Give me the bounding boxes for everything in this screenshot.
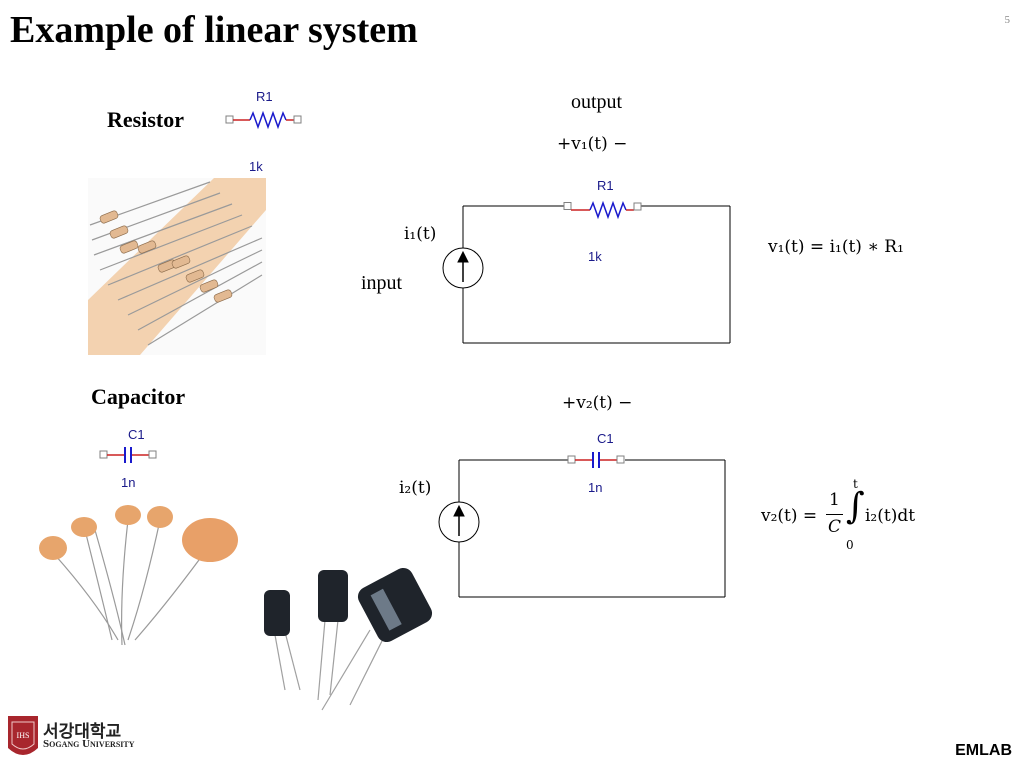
resistor-label: Resistor (107, 107, 184, 132)
circuit2-component-value: 1n (588, 480, 603, 495)
resistor-photo (88, 178, 266, 355)
circuit2-capacitor-symbol (567, 452, 625, 468)
capacitor-equation-lhs: v₂(t) = (761, 506, 818, 526)
circuit2-component-name: C1 (597, 431, 614, 446)
i2-current-label: i₂(t) (399, 478, 432, 498)
capacitor-equation-denominator: C (828, 517, 842, 537)
footer-emlab: EMLAB (955, 742, 1012, 759)
circuit1-component-name: R1 (597, 178, 614, 193)
output-label: output (571, 91, 623, 113)
svg-text:IHS: IHS (17, 731, 30, 740)
logo-korean-text: 서강대학교 (43, 722, 122, 742)
resistor-equation: v₁(t) = i₁(t) ∗ R₁ (768, 237, 904, 257)
capacitor-symbol-value: 1n (121, 475, 136, 490)
page-number: 5 (1004, 14, 1011, 26)
resistor-symbol (225, 110, 302, 130)
resistor-symbol-name: R1 (256, 89, 273, 104)
v1-voltage-label: +v₁(t) − (557, 134, 628, 154)
university-seal-icon: IHS (8, 716, 38, 755)
capacitor-symbol-name: C1 (128, 427, 145, 442)
electrolytic-capacitor-photo (264, 567, 433, 711)
v2-voltage-label: +v₂(t) − (562, 393, 633, 413)
capacitor-circuit (438, 459, 726, 598)
capacitor-label: Capacitor (91, 384, 186, 409)
resistor-circuit (442, 205, 731, 344)
logo-english-text: Sogang University (43, 738, 135, 750)
circuit1-component-value: 1k (588, 249, 602, 264)
circuit1-resistor-symbol (563, 200, 642, 220)
fraction-bar (826, 514, 843, 515)
resistor-symbol-value: 1k (249, 159, 263, 174)
capacitor-equation-numerator: 1 (829, 490, 840, 510)
integral-lower-limit: 0 (846, 538, 854, 552)
capacitor-symbol (99, 447, 157, 463)
integral-sign: ∫ (846, 486, 865, 527)
i1-current-label: i₁(t) (404, 224, 437, 244)
capacitor-equation-integrand: i₂(t)dt (865, 506, 916, 526)
ceramic-capacitor-photo (39, 505, 238, 646)
integral-upper-limit: t (853, 477, 858, 491)
slide-title: Example of linear system (10, 9, 418, 51)
input-label: input (361, 272, 403, 294)
